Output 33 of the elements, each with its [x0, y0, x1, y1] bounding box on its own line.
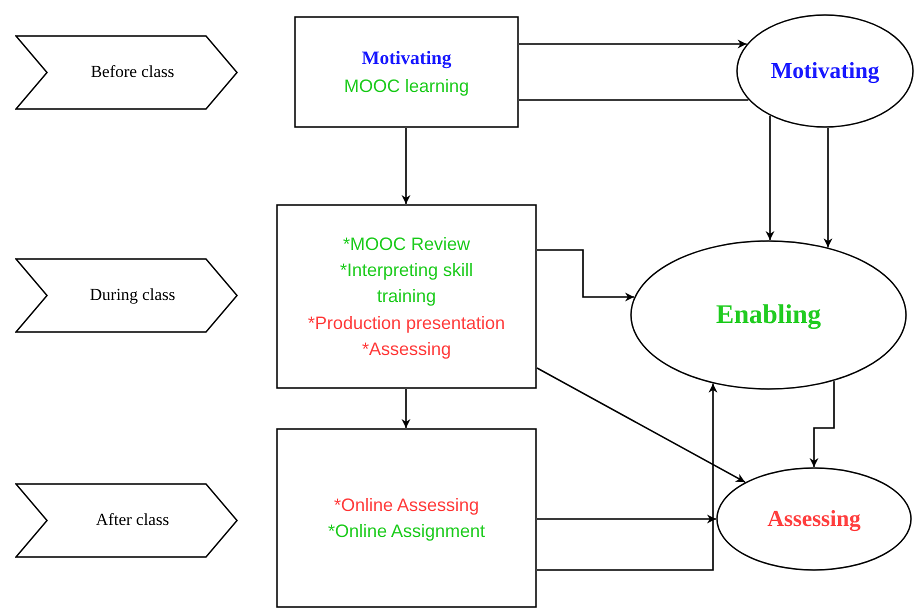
process-box [276, 428, 537, 608]
arrow [402, 128, 410, 204]
arrow [824, 128, 832, 248]
arrow [536, 367, 746, 483]
arrow [810, 381, 835, 467]
activity-text: *Online Assignment [328, 520, 486, 543]
outcome-label: Enabling [716, 298, 822, 332]
process-box [294, 16, 519, 128]
stage-label: Before class [90, 61, 174, 84]
outcome-ellipse [736, 14, 914, 128]
arrow [519, 40, 747, 48]
arrow [537, 249, 634, 302]
outcome-ellipse [630, 240, 907, 390]
outcome-label: Motivating [770, 57, 880, 86]
activity-text: *MOOC Review [342, 233, 470, 256]
stage-chevron [15, 258, 238, 333]
activity-text: *Assessing [362, 338, 452, 361]
activity-text: *Online Assessing [334, 494, 480, 517]
outcome-ellipse [716, 467, 912, 571]
activity-text: *Interpreting skill training [338, 259, 474, 308]
arrow [402, 389, 410, 428]
activity-text: MOOC learning [344, 74, 470, 98]
stage-chevron [15, 35, 238, 110]
activity-text: *Production presentation [308, 312, 506, 335]
activity-text: Motivating [362, 47, 452, 72]
stage-label: After class [96, 509, 170, 532]
stage-chevron [15, 483, 238, 558]
arrow [766, 116, 774, 240]
arrow [537, 384, 718, 571]
process-box [276, 204, 537, 389]
outcome-label: Assessing [767, 505, 861, 534]
stage-label: During class [90, 284, 176, 306]
arrow [537, 514, 716, 524]
